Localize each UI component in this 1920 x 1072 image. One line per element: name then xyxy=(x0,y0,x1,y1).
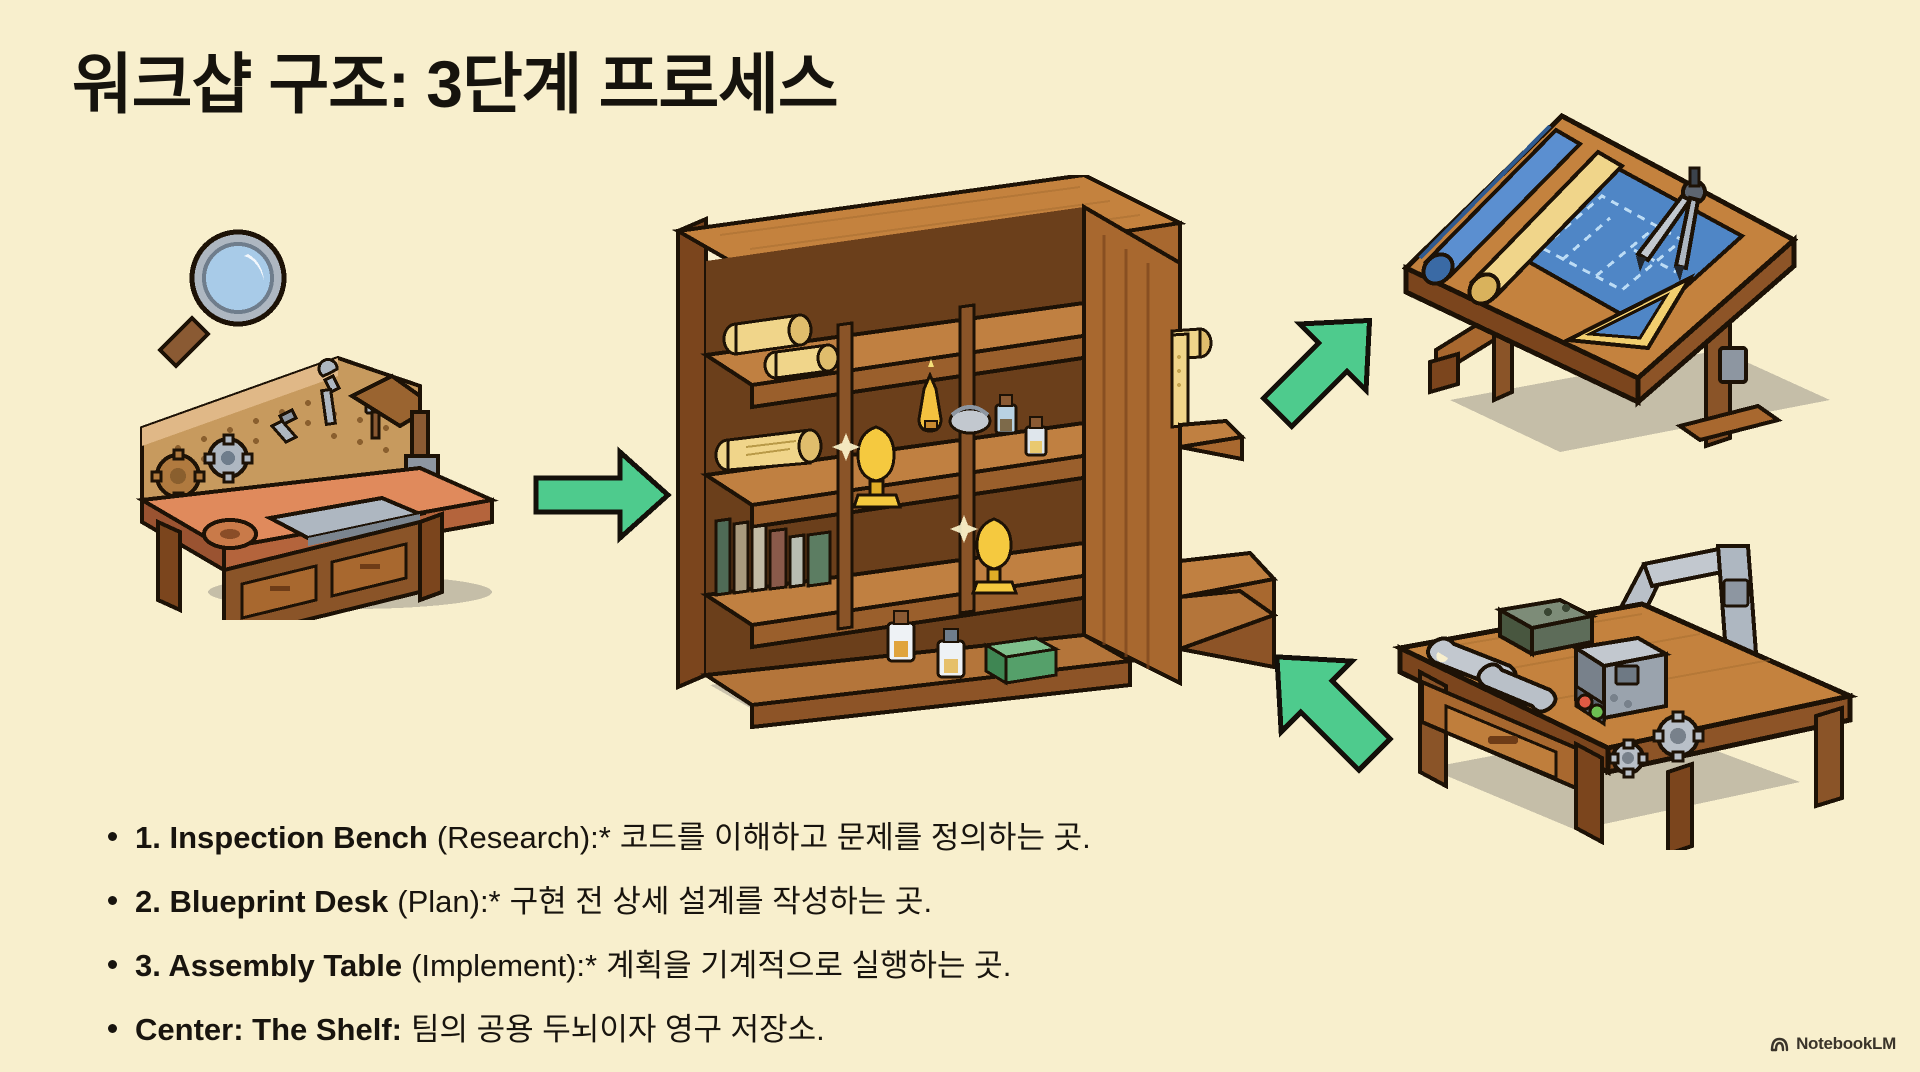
list-item: Center: The Shelf: 팀의 공용 두뇌이자 영구 저장소. xyxy=(108,1004,1608,1049)
control-machine xyxy=(1570,635,1672,727)
potion-bottle xyxy=(994,394,1018,435)
page-title: 워크샵 구조: 3단계 프로세스 xyxy=(72,47,839,121)
arrow-shelf-to-blueprint xyxy=(1250,290,1400,440)
gear-icon xyxy=(1652,710,1705,763)
bullet-body: 팀의 공용 두뇌이자 영구 저장소. xyxy=(410,1012,825,1047)
triangle-ruler xyxy=(1561,273,1696,351)
hanging-scroll xyxy=(1170,327,1213,429)
bullet-marker xyxy=(108,1024,117,1033)
potion-bottle xyxy=(886,610,916,663)
scroll-item xyxy=(763,343,840,380)
list-item: 1. Inspection Bench (Research):* 코드를 이해하… xyxy=(108,812,1608,857)
scroll-item xyxy=(722,313,813,356)
bullet-strong: Center: The Shelf: xyxy=(135,1012,402,1047)
rolled-paper xyxy=(1467,149,1626,306)
bullet-regular: (Research):* xyxy=(436,820,611,855)
arrow-bench-to-shelf xyxy=(528,440,678,550)
station-shelf xyxy=(660,172,1320,735)
wrench-icon xyxy=(1476,662,1558,714)
trophy-icon xyxy=(832,425,903,509)
magnifying-glass-icon xyxy=(157,229,287,369)
notebooklm-logo-icon xyxy=(1770,1036,1789,1052)
bullet-strong: 1. Inspection Bench xyxy=(135,820,428,855)
bullet-strong: 2. Blueprint Desk xyxy=(135,884,389,919)
drawer xyxy=(240,542,408,620)
notebooklm-watermark: NotebookLM xyxy=(1770,1034,1896,1054)
green-button xyxy=(1588,703,1606,721)
rolled-blueprint xyxy=(1418,124,1584,286)
bullet-body: 계획을 기계적으로 실행하는 곳. xyxy=(606,948,1012,983)
wrench-icon xyxy=(317,358,342,427)
bullet-regular: (Plan):* xyxy=(397,884,501,919)
bullet-body: 구현 전 상세 설계를 작성하는 곳. xyxy=(509,884,933,919)
potion-bottle xyxy=(1024,416,1048,457)
scroll-item xyxy=(714,428,823,472)
toolbox-icon xyxy=(1494,597,1599,658)
list-item: 3. Assembly Table (Implement):* 계획을 기계적으… xyxy=(108,940,1608,985)
potion-bottle xyxy=(917,359,943,433)
book-item xyxy=(714,517,832,597)
storage-box xyxy=(981,636,1061,686)
bullet-body: 코드를 이해하고 문제를 정의하는 곳. xyxy=(619,820,1091,855)
bullet-marker xyxy=(108,960,117,969)
gear-icon xyxy=(1608,738,1649,779)
station-blueprint-desk xyxy=(1390,100,1890,460)
bullet-marker xyxy=(108,832,117,841)
arrow-assembly-to-shelf xyxy=(1245,625,1405,785)
list-item: 2. Blueprint Desk (Plan):* 구현 전 상세 설계를 작… xyxy=(108,876,1608,921)
pliers-icon xyxy=(269,407,299,444)
drawer xyxy=(1420,678,1578,792)
bullet-marker xyxy=(108,896,117,905)
pot-item xyxy=(948,405,992,435)
red-button xyxy=(1576,693,1594,711)
gear-icon xyxy=(203,433,254,484)
bullet-regular: (Implement):* xyxy=(411,948,598,983)
bullet-strong: 3. Assembly Table xyxy=(135,948,403,983)
watermark-label: NotebookLM xyxy=(1796,1034,1896,1053)
compass-icon xyxy=(1635,166,1707,282)
trophy-icon xyxy=(950,515,1019,595)
gear-icon xyxy=(202,518,258,550)
bullet-list: 1. Inspection Bench (Research):* 코드를 이해하… xyxy=(108,812,1608,1068)
station-assembly-table xyxy=(1380,520,1890,857)
potion-bottle xyxy=(936,628,966,679)
station-inspection-bench xyxy=(120,200,540,643)
